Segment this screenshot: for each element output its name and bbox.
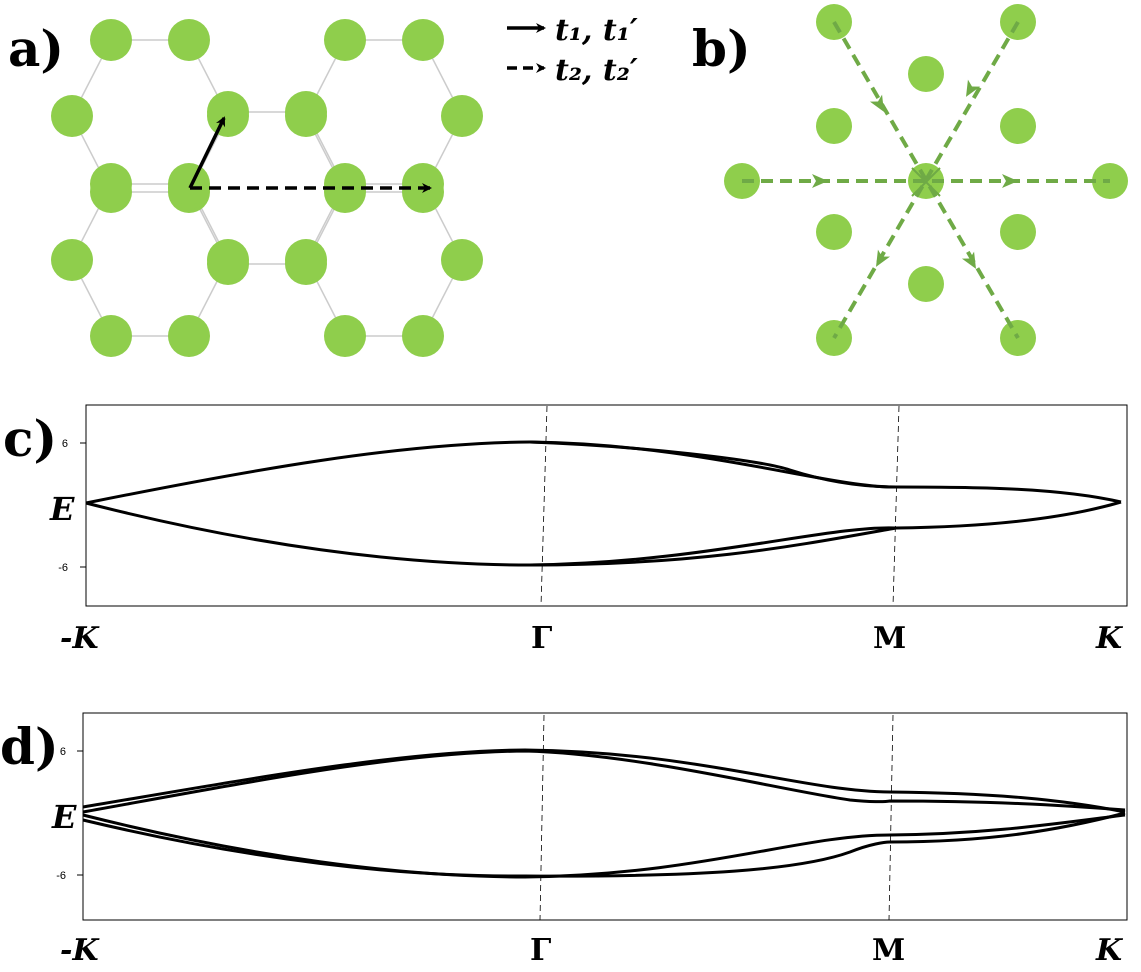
legend-entry-nnn: t₂, t₂′ xyxy=(507,53,638,88)
site-b xyxy=(402,163,444,205)
star-site xyxy=(1000,108,1036,144)
panel-d-k-axis-labels: -K Γ M K xyxy=(60,933,1124,968)
panel-c-band-3 xyxy=(85,501,897,567)
path-arrow-icon xyxy=(1002,174,1018,188)
site-b xyxy=(285,239,327,281)
hopping-legend: t₁, t₁′ t₂, t₂′ xyxy=(507,13,638,88)
panel-d: d) E 6 -6 -K Γ M K xyxy=(0,712,1128,968)
path-arrow-icon xyxy=(966,79,981,97)
site-b xyxy=(324,19,366,61)
panel-c-band-4 xyxy=(529,500,1122,567)
legend-entry-nn: t₁, t₁′ xyxy=(507,13,638,48)
panel-d-k-label-gamma: Γ xyxy=(530,933,551,968)
panel-d-k-label-minus-k: -K xyxy=(60,933,100,968)
star-site xyxy=(908,266,944,302)
path-arrow-icon xyxy=(961,251,976,269)
site-b xyxy=(402,315,444,357)
site-b xyxy=(168,315,210,357)
hopping-arrows xyxy=(188,116,432,193)
site-b xyxy=(324,163,366,205)
panel-c-y-ticks: 6 -6 xyxy=(58,438,86,574)
panel-c-m-divider xyxy=(892,405,900,607)
star-site xyxy=(816,214,852,250)
star-site xyxy=(1000,214,1036,250)
site-b xyxy=(51,239,93,281)
panel-b-label: b) xyxy=(692,19,751,78)
panel-d-tick-pos: 6 xyxy=(60,746,66,758)
panel-d-bands xyxy=(82,748,1126,879)
site-b xyxy=(441,239,483,281)
site-b xyxy=(90,19,132,61)
site-b xyxy=(402,19,444,61)
path-arrow-icon xyxy=(869,94,884,112)
site-b xyxy=(90,163,132,205)
panel-c-label: c) xyxy=(3,409,57,468)
site-b xyxy=(441,95,483,137)
legend-label-nnn: t₂, t₂′ xyxy=(555,53,638,88)
site-b xyxy=(90,315,132,357)
panel-d-ylabel: E xyxy=(51,798,77,836)
nnn-paths xyxy=(742,20,1110,340)
star-site xyxy=(908,56,944,92)
nnn-path xyxy=(832,20,1020,340)
panel-c-gamma-divider xyxy=(540,405,548,607)
site-b xyxy=(51,95,93,137)
panel-c-tick-pos: 6 xyxy=(62,438,68,450)
site-b xyxy=(207,91,249,133)
panel-c-ylabel: E xyxy=(49,490,75,528)
panel-d-frame xyxy=(82,712,1128,921)
panel-a-label: a) xyxy=(8,19,64,78)
panel-c-k-label-minus-k: -K xyxy=(60,621,100,656)
panel-b: b) xyxy=(692,4,1128,356)
panel-c-k-label-gamma: Γ xyxy=(531,621,552,656)
site-b xyxy=(168,19,210,61)
panel-d-band-4 xyxy=(82,811,1126,878)
legend-label-nn: t₁, t₁′ xyxy=(555,13,638,48)
lattice-sites xyxy=(51,19,483,357)
panel-d-label: d) xyxy=(0,717,59,776)
site-b xyxy=(207,239,249,281)
site-b xyxy=(324,315,366,357)
panel-c-band-1 xyxy=(85,440,897,505)
star-site xyxy=(816,108,852,144)
panel-c-k-label-k: K xyxy=(1095,621,1124,656)
panel-d-y-ticks: 6 -6 xyxy=(56,746,83,882)
panel-c-k-label-m: M xyxy=(873,621,906,656)
panel-d-gamma-divider xyxy=(539,714,545,921)
panel-d-k-label-m: M xyxy=(872,933,905,968)
panel-c-bands xyxy=(85,440,1122,567)
site-b xyxy=(168,163,210,205)
panel-d-band-1 xyxy=(82,748,1126,814)
panel-d-band-2 xyxy=(82,749,1126,814)
panel-c-k-axis-labels: -K Γ M K xyxy=(60,621,1124,656)
panel-c: c) E 6 -6 -K Γ M K xyxy=(3,404,1128,656)
panel-c-band-2 xyxy=(529,440,1122,504)
path-arrow-icon xyxy=(876,249,891,267)
center-cross-icon xyxy=(911,167,941,197)
panel-d-m-divider xyxy=(888,714,894,921)
path-arrow-icon xyxy=(812,174,828,188)
panel-a: a) xyxy=(8,19,483,357)
nn-hopping-arrow xyxy=(188,116,226,189)
panel-d-tick-neg: -6 xyxy=(56,870,66,882)
panel-d-k-label-k: K xyxy=(1095,933,1124,968)
site-b xyxy=(285,95,327,137)
panel-c-frame xyxy=(85,404,1128,607)
panel-c-tick-neg: -6 xyxy=(58,562,68,574)
panel-d-band-3 xyxy=(82,813,1126,879)
